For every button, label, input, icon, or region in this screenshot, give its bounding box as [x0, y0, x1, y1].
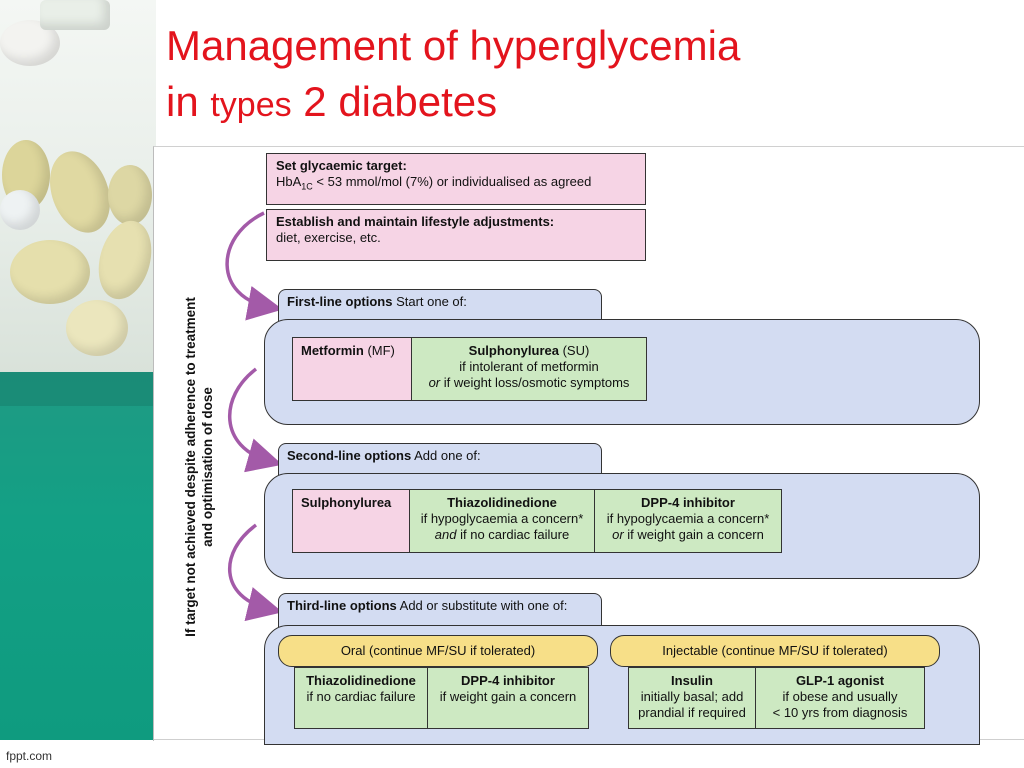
- option-detail-text: if weight gain a concern: [623, 527, 764, 542]
- third-line-instruction: Add or substitute with one of:: [396, 598, 568, 613]
- option-title: Insulin: [631, 673, 753, 689]
- pill-image: [108, 165, 152, 225]
- option-title: Thiazolidinedione: [297, 673, 425, 689]
- glycaemic-target-box: Set glycaemic target: HbA1C < 53 mmol/mo…: [266, 153, 646, 205]
- option-title: DPP-4 inhibitor: [597, 495, 779, 511]
- option-detail: if weight gain a concern: [439, 689, 577, 704]
- option-detail: and if no cardiac failure: [412, 527, 592, 543]
- second-line-heading: Second-line options: [287, 448, 412, 463]
- option-name: DPP-4 inhibitor: [461, 673, 555, 688]
- third-line-option-thiazolidinedione: Thiazolidinedione if no cardiac failure: [294, 667, 428, 729]
- option-name: Thiazolidinedione: [306, 673, 416, 688]
- pill-image: [10, 240, 90, 304]
- third-line-option-dpp4: DPP-4 inhibitor if weight gain a concern: [427, 667, 589, 729]
- target-text-post: < 53 mmol/mol (7%) or individualised as …: [312, 174, 592, 189]
- third-line-option-glp1: GLP-1 agonist if obese and usually < 10 …: [755, 667, 925, 729]
- option-suffix: (SU): [558, 343, 590, 358]
- second-line-option-dpp4: DPP-4 inhibitor if hypoglycaemia a conce…: [594, 489, 782, 553]
- first-line-tab: First-line options Start one of:: [278, 289, 602, 321]
- target-text-sub: 1C: [301, 181, 313, 192]
- pill-image: [0, 190, 40, 230]
- footer-brand: fppt.com: [6, 749, 53, 763]
- target-heading-text: Set glycaemic target:: [276, 158, 407, 173]
- option-detail: < 10 yrs from diagnosis: [772, 705, 908, 720]
- option-name: GLP-1 agonist: [795, 673, 885, 688]
- option-detail-italic: or: [428, 375, 441, 390]
- option-title: Sulphonylurea (SU): [418, 343, 640, 359]
- oral-options-label: Oral (continue MF/SU if tolerated): [278, 635, 598, 667]
- pill-image: [66, 300, 128, 356]
- option-detail-italic: or: [612, 527, 624, 542]
- side-label-line1: If target not achieved despite adherence…: [183, 297, 198, 637]
- option-detail: if no cardiac failure: [306, 689, 416, 704]
- option-detail-italic: and: [434, 527, 457, 542]
- second-line-option-thiazolidinedione: Thiazolidinedione if hypoglycaemia a con…: [409, 489, 595, 553]
- first-line-heading: First-line options: [287, 294, 393, 309]
- option-detail: if obese and usually: [782, 689, 898, 704]
- flow-arrows: [225, 211, 283, 622]
- treatment-flowchart: If target not achieved despite adherence…: [153, 146, 1024, 745]
- slide-title-line2: in types 2 diabetes: [166, 74, 740, 133]
- title-fragment: 2 diabetes: [291, 78, 498, 125]
- pill-image: [40, 0, 110, 30]
- option-detail: or if weight gain a concern: [597, 527, 779, 543]
- second-line-option-sulphonylurea: Sulphonylurea: [292, 489, 410, 553]
- first-line-instruction: Start one of:: [392, 294, 467, 309]
- option-detail-text: if no cardiac failure: [456, 527, 570, 542]
- lifestyle-box: Establish and maintain lifestyle adjustm…: [266, 209, 646, 261]
- option-detail-text: if weight loss/osmotic symptoms: [440, 375, 630, 390]
- target-text-pre: HbA: [276, 174, 302, 189]
- title-fragment-small: types: [210, 86, 292, 124]
- second-line-tab: Second-line options Add one of:: [278, 443, 602, 475]
- option-suffix: (MF): [363, 343, 395, 358]
- decorative-green-panel: [0, 372, 156, 740]
- option-detail: if intolerant of metformin: [459, 359, 599, 374]
- oral-label-text: Oral (continue MF/SU if tolerated): [340, 643, 536, 658]
- option-detail: if hypoglycaemia a concern*: [606, 511, 770, 526]
- first-line-option-sulphonylurea: Sulphonylurea (SU) if intolerant of metf…: [411, 337, 647, 401]
- slide-title: Management of hyperglycemia in types 2 d…: [166, 18, 740, 133]
- arrow-to-second-line: [227, 367, 283, 473]
- first-line-option-metformin: Metformin (MF): [292, 337, 412, 401]
- option-title: DPP-4 inhibitor: [430, 673, 586, 689]
- option-detail: prandial if required: [638, 705, 746, 720]
- injectable-label-text: Injectable (continue MF/SU if tolerated): [662, 643, 888, 658]
- option-name: Metformin: [301, 343, 364, 358]
- target-text: HbA1C < 53 mmol/mol (7%) or individualis…: [276, 174, 636, 195]
- option-name: Sulphonylurea: [301, 495, 392, 510]
- option-detail: initially basal; add: [640, 689, 744, 704]
- third-line-heading: Third-line options: [287, 598, 397, 613]
- third-line-tab: Third-line options Add or substitute wit…: [278, 593, 602, 627]
- lifestyle-heading-text: Establish and maintain lifestyle adjustm…: [276, 214, 555, 229]
- slide-title-line1: Management of hyperglycemia: [166, 22, 741, 69]
- lifestyle-text: diet, exercise, etc.: [276, 230, 381, 245]
- option-name: Thiazolidinedione: [447, 495, 557, 510]
- option-name: DPP-4 inhibitor: [641, 495, 735, 510]
- option-detail: if hypoglycaemia a concern*: [420, 511, 584, 526]
- arrow-to-third-line: [228, 523, 283, 622]
- title-fragment: in: [166, 78, 211, 125]
- option-title: Thiazolidinedione: [412, 495, 592, 511]
- decorative-band: [0, 372, 156, 406]
- lifestyle-heading: Establish and maintain lifestyle adjustm…: [276, 214, 636, 230]
- injectable-options-label: Injectable (continue MF/SU if tolerated): [610, 635, 940, 667]
- option-name: Insulin: [671, 673, 713, 688]
- arrow-to-first-line: [225, 211, 283, 321]
- option-name: Sulphonylurea: [468, 343, 559, 358]
- option-detail: or if weight loss/osmotic symptoms: [418, 375, 640, 391]
- second-line-instruction: Add one of:: [411, 448, 481, 463]
- target-heading: Set glycaemic target:: [276, 158, 636, 174]
- decorative-pill-photo: [0, 0, 156, 740]
- third-line-option-insulin: Insulin initially basal; add prandial if…: [628, 667, 756, 729]
- option-title: GLP-1 agonist: [758, 673, 922, 689]
